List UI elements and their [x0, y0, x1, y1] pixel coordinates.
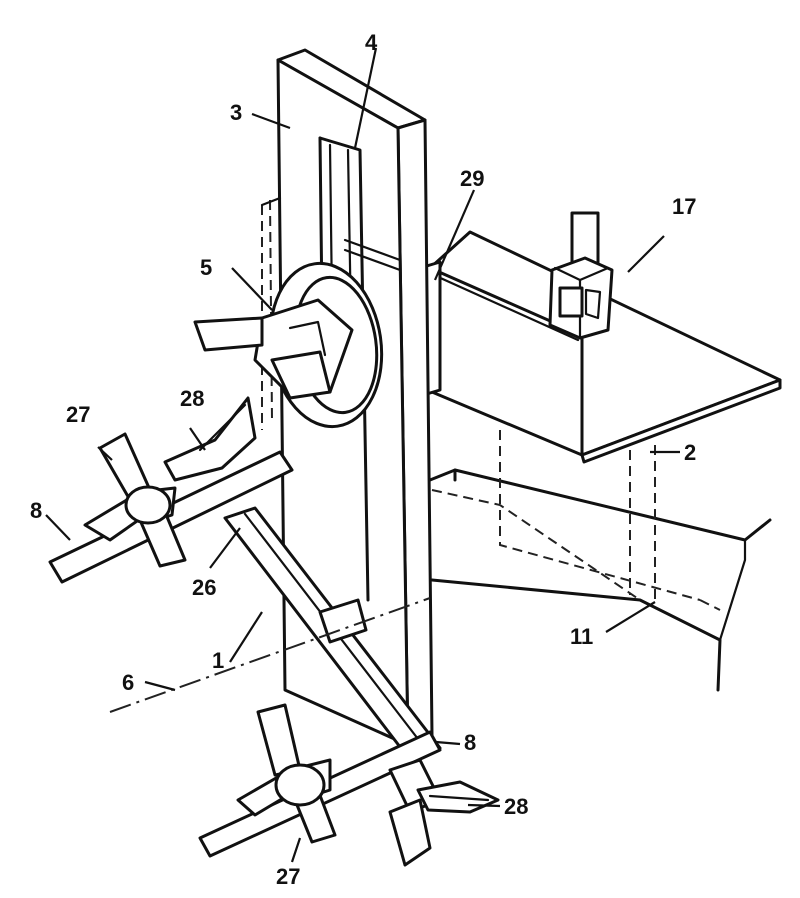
- leader-lines: [45, 47, 680, 863]
- motor-unit: [548, 211, 614, 340]
- label-2: 2: [684, 440, 696, 465]
- label-8-lower: 8: [464, 730, 476, 755]
- label-28-upper: 28: [180, 386, 204, 411]
- label-1: 1: [212, 648, 224, 673]
- label-28-lower: 28: [504, 794, 528, 819]
- label-26: 26: [192, 575, 216, 600]
- clamp-star-lower: [236, 703, 337, 844]
- label-5: 5: [200, 255, 212, 280]
- label-29: 29: [460, 166, 484, 191]
- pivot-axis-line: [109, 597, 431, 713]
- clamp-upper-28: [163, 396, 257, 482]
- label-3: 3: [230, 100, 242, 125]
- rotary-disc: [193, 261, 384, 429]
- label-27-upper: 27: [66, 402, 90, 427]
- label-6: 6: [122, 670, 134, 695]
- base-structure: [428, 430, 772, 692]
- table-and-unit: [418, 211, 782, 464]
- label-11: 11: [570, 624, 593, 649]
- label-27-lower: 27: [276, 864, 300, 889]
- label-8-upper: 8: [30, 498, 42, 523]
- label-17: 17: [672, 194, 696, 219]
- clamp-star-upper: [83, 432, 187, 568]
- label-4: 4: [365, 30, 378, 55]
